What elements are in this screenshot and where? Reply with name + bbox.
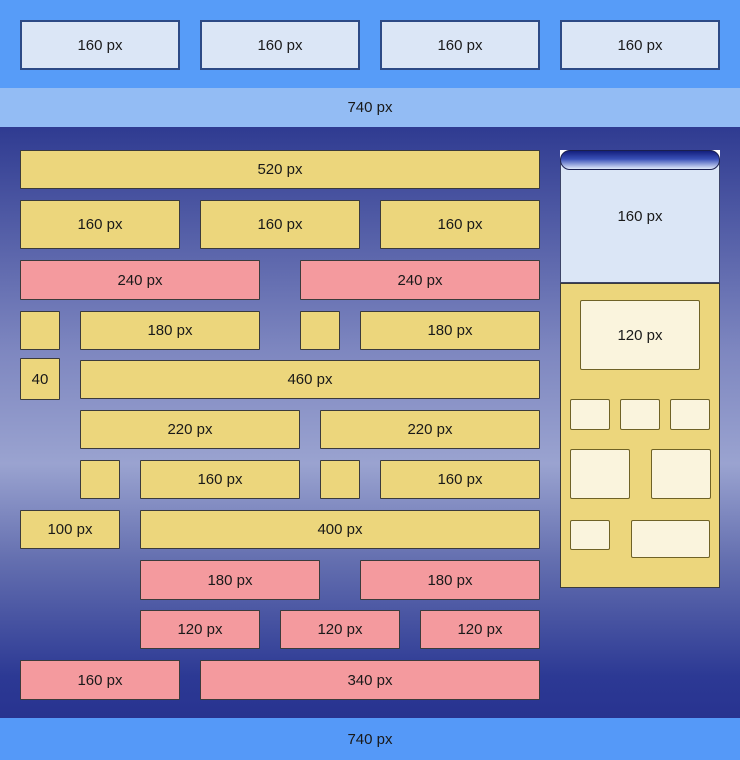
- content-box: 180 px: [80, 311, 260, 350]
- content-area: 520 px 160 px 160 px 160 px 240 px 240 p…: [0, 127, 740, 718]
- content-box: 220 px: [320, 410, 540, 449]
- sidebar-thumb: [670, 399, 710, 430]
- content-box: 520 px: [20, 150, 540, 189]
- header-slot: 160 px: [20, 20, 180, 70]
- sidebar-thumb: [570, 399, 610, 430]
- header-slot: 160 px: [200, 20, 360, 70]
- sidebar-thumb: [651, 449, 711, 499]
- content-box: 120 px: [280, 610, 400, 649]
- header-slot: 160 px: [380, 20, 540, 70]
- content-box: 180 px: [140, 560, 320, 600]
- content-box: 100 px: [20, 510, 120, 549]
- content-box-small: [320, 460, 360, 499]
- content-box-small: [300, 311, 340, 350]
- sidebar-featured-box: 120 px: [580, 300, 700, 370]
- page-width-band-top: 740 px: [0, 88, 740, 127]
- sidebar-thumb: [631, 520, 710, 558]
- content-box: 460 px: [80, 360, 540, 399]
- page-width-band-bottom: 740 px: [0, 718, 740, 760]
- content-box: 120 px: [140, 610, 260, 649]
- content-box: 340 px: [200, 660, 540, 700]
- content-box: 240 px: [300, 260, 540, 300]
- content-box: 160 px: [20, 660, 180, 700]
- content-box-small: 40: [20, 358, 60, 400]
- header-slot: 160 px: [560, 20, 720, 70]
- content-box: 240 px: [20, 260, 260, 300]
- sidebar-header-pill: [560, 150, 720, 170]
- content-box: 160 px: [140, 460, 300, 499]
- content-box: 220 px: [80, 410, 300, 449]
- content-box-small: [80, 460, 120, 499]
- content-box: 120 px: [420, 610, 540, 649]
- content-box: 160 px: [200, 200, 360, 249]
- content-box: 160 px: [20, 200, 180, 249]
- sidebar-top-box: 160 px: [560, 150, 720, 283]
- sidebar-thumb: [570, 520, 610, 550]
- sidebar-thumb: [570, 449, 630, 499]
- content-box-small: [20, 311, 60, 350]
- content-box: 160 px: [380, 200, 540, 249]
- content-box: 180 px: [360, 560, 540, 600]
- content-box: 400 px: [140, 510, 540, 549]
- content-box: 180 px: [360, 311, 540, 350]
- header-strip: 160 px 160 px 160 px 160 px: [0, 0, 740, 88]
- sidebar-header-pill-wrap: [560, 150, 720, 170]
- sidebar-thumb: [620, 399, 660, 430]
- content-box: 160 px: [380, 460, 540, 499]
